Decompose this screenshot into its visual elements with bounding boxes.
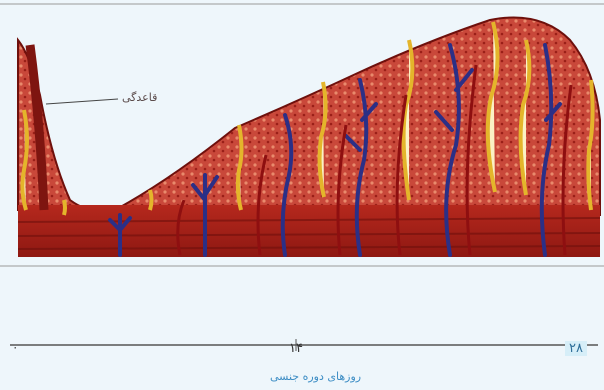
label-leader-line [45, 98, 119, 105]
muscle-stripes [17, 217, 601, 250]
glands [20, 21, 595, 216]
tick-label-end: ۲۸ [565, 341, 587, 356]
arteries [176, 64, 573, 256]
blood-vessels [108, 43, 562, 257]
menstruation-label: قاعدگی [122, 91, 158, 104]
tick-label-start: ۰ [12, 340, 19, 354]
tick-label-mid: ۱۴ [289, 341, 303, 356]
left-vessel [25, 44, 49, 211]
axis-title: روزهای دوره جنسی [270, 370, 362, 383]
